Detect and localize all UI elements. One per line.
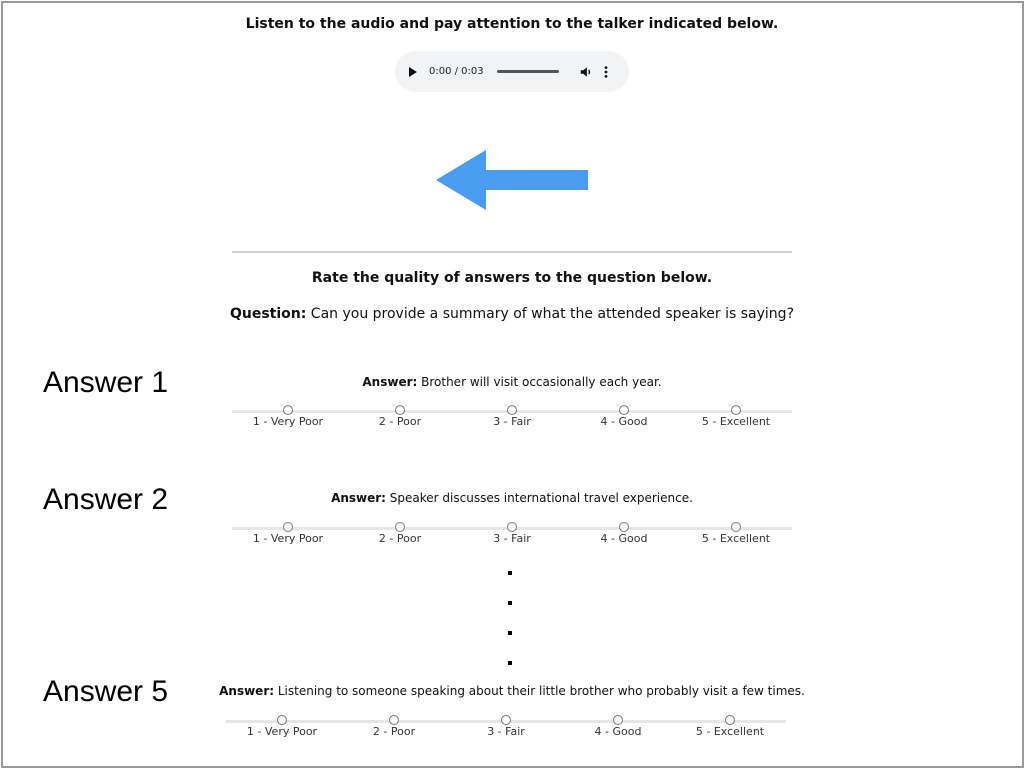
rating-option[interactable]: 4 - Good [579,522,669,545]
rating-option-label: 5 - Excellent [701,532,771,545]
ellipsis-dot [508,661,512,665]
answer-text-2: Answer: Speaker discusses international … [0,491,1024,505]
radio-button[interactable] [389,715,399,725]
volume-icon[interactable] [579,65,593,79]
rating-option[interactable]: 5 - Excellent [685,715,775,738]
rating-option-label: 1 - Very Poor [252,532,324,545]
ellipsis-dot [508,631,512,635]
rating-option[interactable]: 3 - Fair [461,715,551,738]
audio-time: 0:00 / 0:03 [429,66,484,77]
rating-option[interactable]: 1 - Very Poor [237,715,327,738]
radio-button[interactable] [501,715,511,725]
answer-side-label-5: Answer 5 [43,675,169,708]
rating-option-label: 4 - Good [600,532,648,545]
rating-option[interactable]: 3 - Fair [467,522,557,545]
answer-body: Listening to someone speaking about thei… [274,684,805,698]
rating-option-label: 2 - Poor [378,532,422,545]
rating-option-label: 3 - Fair [493,415,531,428]
answer-label: Answer: [331,491,386,505]
radio-button[interactable] [395,405,405,415]
rating-option-label: 3 - Fair [487,725,525,738]
radio-button[interactable] [507,522,517,532]
radio-button[interactable] [725,715,735,725]
rating-option-label: 3 - Fair [493,532,531,545]
question-label: Question: [229,306,307,322]
answer-label: Answer: [362,375,418,389]
rating-option[interactable]: 1 - Very Poor [243,522,333,545]
rating-option[interactable]: 5 - Excellent [691,405,781,428]
radio-button[interactable] [731,405,741,415]
answer-text-5: Answer: Listening to someone speaking ab… [0,684,1024,698]
audio-progress-bar[interactable] [496,70,559,73]
rating-option[interactable]: 3 - Fair [467,405,557,428]
rating-option[interactable]: 2 - Poor [349,715,439,738]
radio-button[interactable] [613,715,623,725]
answer-label: Answer: [219,684,275,698]
left-arrow-icon [436,150,588,210]
radio-button[interactable] [283,522,293,532]
radio-button[interactable] [277,715,287,725]
section-divider [232,251,792,253]
rating-option-label: 1 - Very Poor [246,725,318,738]
answer-body: Speaker discusses international travel e… [385,491,693,505]
rating-option[interactable]: 5 - Excellent [691,522,781,545]
question-text: Question: Can you provide a summary of w… [0,306,1024,322]
rating-option[interactable]: 2 - Poor [355,522,445,545]
rating-option-label: 4 - Good [600,415,648,428]
rating-option[interactable]: 1 - Very Poor [243,405,333,428]
question-body: Can you provide a summary of what the at… [306,306,794,322]
rating-option-label: 5 - Excellent [701,415,771,428]
answer-body: Brother will visit occasionally each yea… [417,375,662,389]
ellipsis-dot [508,601,512,605]
radio-button[interactable] [507,405,517,415]
radio-button[interactable] [619,522,629,532]
instruction-text: Listen to the audio and pay attention to… [245,16,779,32]
rating-scale-2: 1 - Very Poor 2 - Poor 3 - Fair 4 - Good 5 -… [232,522,792,554]
radio-button[interactable] [283,405,293,415]
audio-player[interactable]: 0:00 / 0:03 [395,51,629,92]
rating-option[interactable]: 4 - Good [579,405,669,428]
rating-option-label: 2 - Poor [378,415,422,428]
answer-side-label-1: Answer 1 [43,366,169,399]
rating-option-label: 4 - Good [594,725,642,738]
radio-button[interactable] [731,522,741,532]
rating-option-label: 2 - Poor [372,725,416,738]
radio-button[interactable] [619,405,629,415]
play-icon[interactable] [409,66,417,77]
rating-option-label: 1 - Very Poor [252,415,324,428]
ellipsis-dot [508,571,512,575]
answer-text-1: Answer: Brother will visit occasionally … [0,375,1024,389]
rating-option[interactable]: 2 - Poor [355,405,445,428]
rating-scale-1: 1 - Very Poor 2 - Poor 3 - Fair 4 - Good 5 -… [232,405,792,437]
answer-side-label-2: Answer 2 [43,483,169,516]
rating-option-label: 5 - Excellent [695,725,765,738]
more-options-icon[interactable] [603,65,609,79]
rate-heading: Rate the quality of answers to the quest… [311,270,713,286]
rating-option[interactable]: 4 - Good [573,715,663,738]
rating-scale-5: 1 - Very Poor 2 - Poor 3 - Fair 4 - Good 5 -… [226,715,786,747]
radio-button[interactable] [395,522,405,532]
